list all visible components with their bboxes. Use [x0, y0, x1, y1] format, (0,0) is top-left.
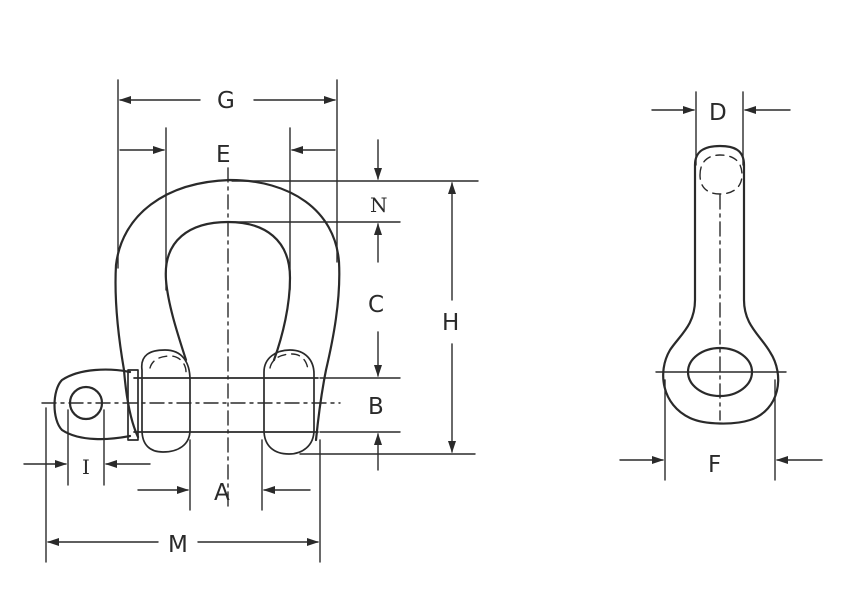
dim-label-m: M — [168, 532, 188, 558]
pin-head-outline — [53, 368, 132, 441]
pin-collar — [127, 369, 139, 441]
dim-label-b: B — [368, 394, 384, 420]
dim-label-h: H — [442, 310, 459, 336]
left-ear-outline — [140, 349, 191, 453]
dim-label-g: G — [217, 88, 235, 114]
right-ear-outline — [263, 349, 315, 455]
dim-label-e: E — [216, 142, 231, 168]
front-view: G E N C B H I A — [23, 79, 479, 563]
dim-label-f: F — [708, 452, 721, 478]
bow-outer-outline — [114, 178, 341, 442]
right-ear-dash — [269, 353, 309, 373]
side-top-pin-dash — [699, 154, 743, 195]
dim-label-c: C — [368, 292, 384, 318]
dim-label-n: N — [370, 193, 388, 217]
dim-label-i: I — [82, 455, 90, 479]
dim-label-d: D — [709, 100, 727, 126]
dim-label-a: A — [214, 480, 230, 506]
side-view: D F — [619, 91, 823, 481]
left-ear-dash — [149, 355, 187, 373]
